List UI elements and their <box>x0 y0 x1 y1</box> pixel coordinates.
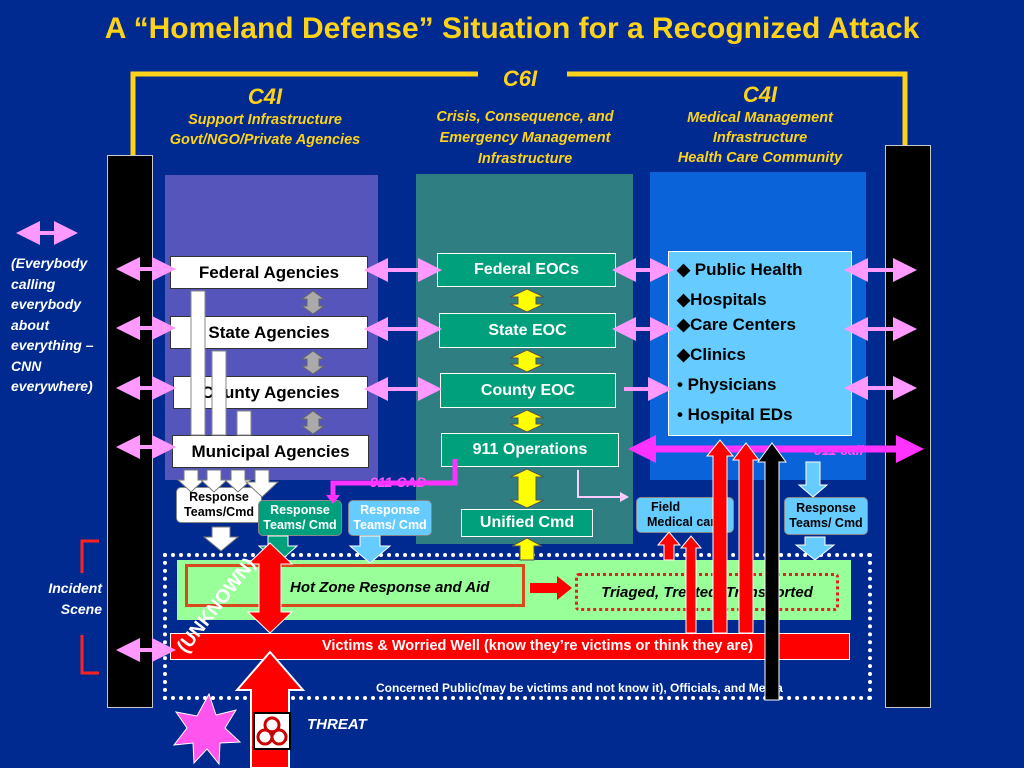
c4i-left-header: C4I Support Infrastructure Govt/NGO/Priv… <box>169 84 361 148</box>
federal-eocs-box: Federal EOCs <box>437 253 616 287</box>
federal-agencies-box: Federal Agencies <box>170 256 368 289</box>
hot-zone-label: Hot Zone Response and Aid <box>290 579 490 596</box>
hot-zone-box <box>185 564 525 607</box>
medical-item: ◆ Public Health <box>677 260 803 279</box>
side-note: (Everybody calling everybody about every… <box>11 255 94 394</box>
medical-item: • Physicians <box>677 375 777 394</box>
threat-label: THREAT <box>307 716 367 733</box>
biohazard-icon <box>253 712 291 750</box>
medical-list: ◆ Public Health ◆Hospitals ◆Care Centers… <box>668 251 852 436</box>
right-pillar <box>885 145 931 708</box>
municipal-agencies-box: Municipal Agencies <box>172 435 369 468</box>
medical-item: ◆Hospitals <box>677 290 767 309</box>
incident-area <box>163 553 872 700</box>
medical-item: • Hospital EDs <box>677 405 793 424</box>
state-eoc-box: State EOC <box>439 313 616 348</box>
concerned-public-label: Concerned Public(may be victims and not … <box>376 681 783 695</box>
c6i-subtitle: Crisis, Consequence, and Emergency Manag… <box>436 109 614 167</box>
c4i-right-header: C4I Medical Management Infrastructure He… <box>677 82 843 166</box>
victims-band <box>170 633 850 660</box>
unified-cmd-box: Unified Cmd <box>461 509 593 537</box>
medical-item: ◆Care Centers <box>677 315 796 334</box>
victims-label: Victims & Worried Well (know they’re vic… <box>322 638 754 654</box>
incident-scene-label: Incident Scene <box>48 580 102 617</box>
triaged-box: Triaged, Treated, Transported <box>575 573 839 611</box>
911-operations-box: 911 Operations <box>441 433 619 467</box>
left-pillar <box>107 155 153 708</box>
page-title: A “Homeland Defense” Situation for a Rec… <box>104 12 920 45</box>
medical-item: ◆Clinics <box>677 345 746 364</box>
c6i-header: C6I <box>502 66 538 91</box>
